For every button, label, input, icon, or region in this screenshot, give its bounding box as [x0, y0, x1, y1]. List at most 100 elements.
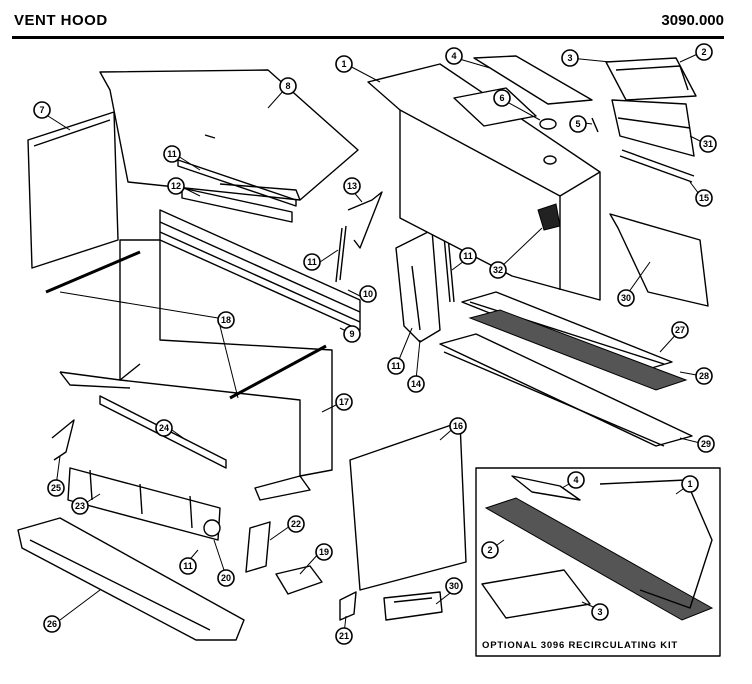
- callout-21: 21: [335, 627, 353, 645]
- svg-text:11: 11: [167, 149, 177, 159]
- svg-text:6: 6: [499, 93, 504, 103]
- svg-text:19: 19: [319, 547, 329, 557]
- part-angled-panel: [609, 213, 709, 307]
- callout-27: 27: [671, 321, 689, 339]
- callout-30-lower: 30: [445, 577, 463, 595]
- callout-11-b: 11: [303, 253, 321, 271]
- svg-text:17: 17: [339, 397, 349, 407]
- callout-kit-1: 1: [681, 475, 699, 493]
- svg-text:1: 1: [687, 479, 692, 489]
- callout-1: 1: [335, 55, 353, 73]
- callout-6: 6: [493, 89, 511, 107]
- svg-text:4: 4: [451, 51, 456, 61]
- callout-7: 7: [33, 101, 51, 119]
- svg-text:26: 26: [47, 619, 57, 629]
- callout-19: 19: [315, 543, 333, 561]
- svg-text:9: 9: [349, 329, 354, 339]
- diagram-code: 3090.000: [661, 12, 724, 29]
- svg-text:5: 5: [575, 119, 580, 129]
- svg-text:30: 30: [621, 293, 631, 303]
- callout-kit-3: 3: [591, 603, 609, 621]
- svg-text:2: 2: [701, 47, 706, 57]
- svg-text:11: 11: [391, 361, 401, 371]
- callout-31: 31: [699, 135, 717, 153]
- part-deflector: [611, 99, 695, 157]
- part-bottom-tray: [17, 517, 245, 641]
- part-strip: [181, 187, 293, 223]
- svg-text:11: 11: [183, 561, 193, 571]
- svg-text:4: 4: [573, 475, 578, 485]
- part-front-channel: [159, 209, 361, 331]
- svg-text:27: 27: [675, 325, 685, 335]
- svg-text:30: 30: [449, 581, 459, 591]
- part-top-plate: [473, 55, 593, 105]
- svg-text:12: 12: [171, 181, 181, 191]
- part-rear-panel: [349, 421, 467, 591]
- callout-12: 12: [167, 177, 185, 195]
- optional-kit-caption: OPTIONAL 3096 RECIRCULATING KIT: [482, 640, 678, 651]
- svg-text:7: 7: [39, 105, 44, 115]
- part-switch-bracket: [537, 203, 561, 231]
- svg-text:23: 23: [75, 501, 85, 511]
- callout-kit-4: 4: [567, 471, 585, 489]
- callout-16: 16: [449, 417, 467, 435]
- svg-text:15: 15: [699, 193, 709, 203]
- svg-text:14: 14: [411, 379, 421, 389]
- callout-5: 5: [569, 115, 587, 133]
- svg-text:13: 13: [347, 181, 357, 191]
- callout-30-upper: 30: [617, 289, 635, 307]
- part-blower-assembly: [67, 467, 221, 541]
- callout-11-e: 11: [459, 247, 477, 265]
- callout-14: 14: [407, 375, 425, 393]
- svg-text:1: 1: [341, 59, 346, 69]
- callout-29: 29: [697, 435, 715, 453]
- svg-text:24: 24: [159, 423, 169, 433]
- callout-25: 25: [47, 479, 65, 497]
- callout-26: 26: [43, 615, 61, 633]
- svg-text:22: 22: [291, 519, 301, 529]
- part-side-panel: [27, 111, 119, 269]
- svg-text:10: 10: [363, 289, 373, 299]
- callout-15: 15: [695, 189, 713, 207]
- part-main-frame: [119, 239, 333, 477]
- callout-32: 32: [489, 261, 507, 279]
- svg-text:11: 11: [307, 257, 317, 267]
- callout-23: 23: [71, 497, 89, 515]
- part-rod: [45, 250, 141, 294]
- svg-text:11: 11: [463, 251, 473, 261]
- svg-text:20: 20: [221, 573, 231, 583]
- part-filter-box: [605, 57, 697, 101]
- diagram-title: VENT HOOD: [14, 12, 108, 29]
- callout-8-top: 8: [279, 77, 297, 95]
- svg-text:29: 29: [701, 439, 711, 449]
- callout-20: 20: [217, 569, 235, 587]
- svg-text:16: 16: [453, 421, 463, 431]
- callout-18: 18: [217, 311, 235, 329]
- callout-9: 9: [343, 325, 361, 343]
- callout-17: 17: [335, 393, 353, 411]
- callout-2: 2: [695, 43, 713, 61]
- svg-text:21: 21: [339, 631, 349, 641]
- callout-10: 10: [359, 285, 377, 303]
- callout-28: 28: [695, 367, 713, 385]
- svg-text:8: 8: [285, 81, 290, 91]
- part-main-housing: [367, 63, 601, 301]
- svg-text:25: 25: [51, 483, 61, 493]
- svg-text:3: 3: [597, 607, 602, 617]
- callout-3: 3: [561, 49, 579, 67]
- svg-text:3: 3: [567, 53, 572, 63]
- part-side-duct: [395, 229, 441, 343]
- callout-4: 4: [445, 47, 463, 65]
- part-grille: [468, 309, 688, 391]
- part-top-cover: [99, 69, 359, 201]
- callout-22: 22: [287, 515, 305, 533]
- header-rule: [12, 36, 724, 39]
- callout-24: 24: [155, 419, 173, 437]
- svg-text:18: 18: [221, 315, 231, 325]
- callout-11-a: 11: [163, 145, 181, 163]
- svg-text:32: 32: [493, 265, 503, 275]
- svg-text:28: 28: [699, 371, 709, 381]
- optional-kit-inset: [475, 467, 721, 657]
- svg-text:2: 2: [487, 545, 492, 555]
